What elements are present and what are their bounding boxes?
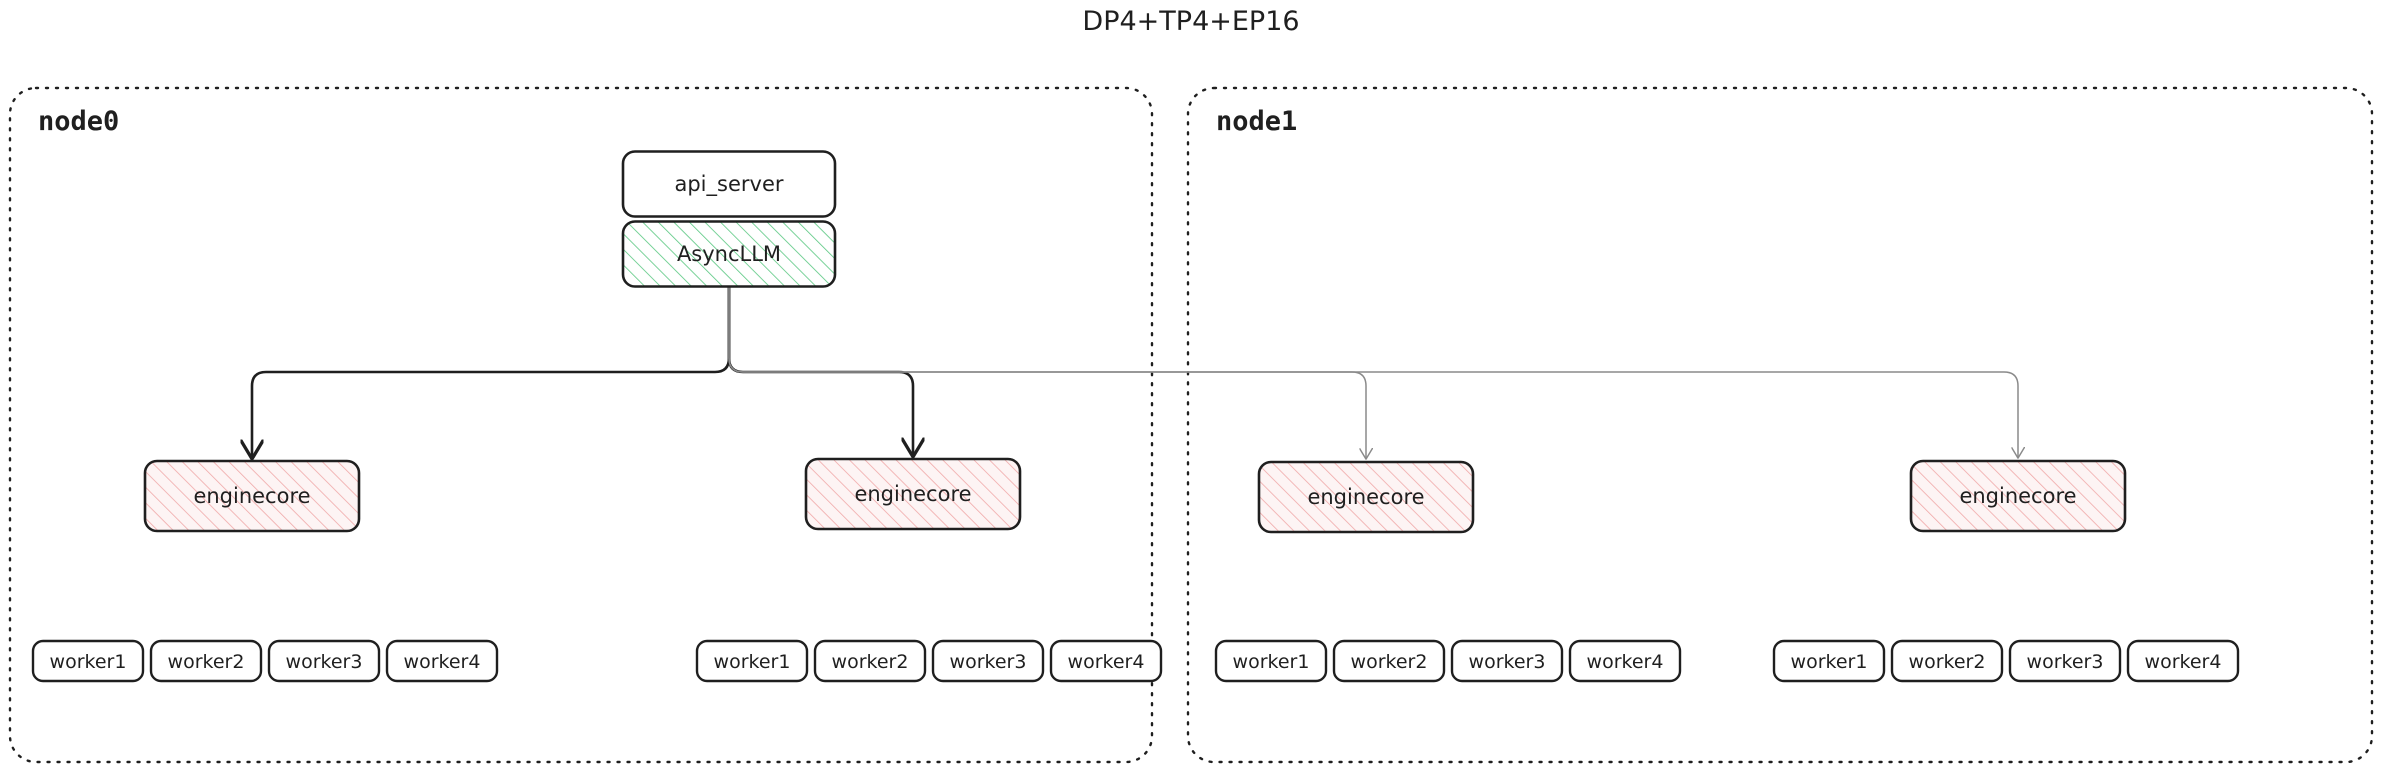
worker-shape	[1214, 639, 1328, 683]
worker-box[interactable]: worker2	[1332, 639, 1446, 683]
node-container-node0: node0	[8, 86, 1154, 764]
box-enginecore-n0-0[interactable]: enginecore	[143, 459, 361, 533]
worker-label: worker3	[286, 651, 363, 673]
worker-box[interactable]: worker1	[31, 639, 145, 683]
worker-group-workers-n0-0: worker1 worker2 worker3 worker4	[31, 639, 499, 683]
box-shape	[1257, 460, 1475, 534]
worker-shape	[1890, 639, 2004, 683]
worker-shape	[1450, 639, 1564, 683]
worker-box[interactable]: worker4	[1049, 639, 1163, 683]
edge-layer	[252, 285, 2018, 459]
box-label: api_server	[674, 172, 783, 197]
worker-label: worker2	[1351, 651, 1428, 673]
worker-label: worker2	[168, 651, 245, 673]
box-label: enginecore	[1959, 484, 2076, 508]
node-container-node1: node1	[1186, 86, 2374, 764]
worker-shape	[1049, 639, 1163, 683]
box-shape	[804, 457, 1022, 531]
worker-shape	[1568, 639, 1682, 683]
node-frame	[1186, 86, 2374, 764]
worker-shape	[1772, 639, 1886, 683]
box-label: enginecore	[1307, 485, 1424, 509]
box-enginecore-n0-1[interactable]: enginecore	[804, 457, 1022, 531]
worker-box[interactable]: worker4	[1568, 639, 1682, 683]
worker-shape	[2126, 639, 2240, 683]
edge-asyncllm-to-enginecore-n0-1	[727, 285, 913, 456]
box-label: AsyncLLM	[677, 242, 781, 266]
worker-shape	[267, 639, 381, 683]
worker-group-workers-n0-1: worker1 worker2 worker3 worker4	[695, 639, 1163, 683]
box-enginecore-n1-1[interactable]: enginecore	[1909, 459, 2127, 533]
box-label: enginecore	[854, 482, 971, 506]
box-api_server[interactable]: api_server	[621, 150, 837, 218]
box-async_llm[interactable]: AsyncLLM	[621, 220, 837, 288]
worker-label: worker4	[2145, 651, 2222, 673]
worker-shape	[813, 639, 927, 683]
worker-box[interactable]: worker1	[695, 639, 809, 683]
worker-label: worker4	[404, 651, 481, 673]
node-label-node1: node1	[1216, 106, 1297, 137]
worker-label: worker2	[1909, 651, 1986, 673]
worker-box[interactable]: worker4	[385, 639, 499, 683]
worker-label: worker3	[950, 651, 1027, 673]
worker-box[interactable]: worker1	[1214, 639, 1328, 683]
worker-shape	[149, 639, 263, 683]
worker-box[interactable]: worker2	[1890, 639, 2004, 683]
worker-shape	[2008, 639, 2122, 683]
node-frame	[8, 86, 1154, 764]
worker-label: worker1	[714, 651, 791, 673]
worker-label: worker1	[1233, 651, 1310, 673]
box-shape	[143, 459, 361, 533]
worker-box[interactable]: worker2	[149, 639, 263, 683]
worker-group-workers-n1-1: worker1 worker2 worker3 worker4	[1772, 639, 2240, 683]
box-shape	[621, 150, 837, 218]
box-label: enginecore	[193, 484, 310, 508]
box-shape	[1909, 459, 2127, 533]
worker-box[interactable]: worker3	[931, 639, 1045, 683]
worker-label: worker3	[2027, 651, 2104, 673]
worker-label: worker4	[1587, 651, 1664, 673]
worker-label: worker4	[1068, 651, 1145, 673]
worker-label: worker1	[50, 651, 127, 673]
worker-shape	[31, 639, 145, 683]
edge-asyncllm-to-enginecore-n0-0	[252, 285, 731, 458]
worker-shape	[695, 639, 809, 683]
box-shape	[621, 220, 837, 288]
worker-box[interactable]: worker4	[2126, 639, 2240, 683]
edge-asyncllm-to-enginecore-n1-1	[728, 285, 2018, 458]
node-container-layer: node0 node1	[8, 86, 2374, 764]
worker-group-workers-n1-0: worker1 worker2 worker3 worker4	[1214, 639, 1682, 683]
worker-label: worker3	[1469, 651, 1546, 673]
worker-label: worker1	[1791, 651, 1868, 673]
worker-box[interactable]: worker3	[267, 639, 381, 683]
worker-box[interactable]: worker3	[2008, 639, 2122, 683]
worker-box[interactable]: worker3	[1450, 639, 1564, 683]
worker-shape	[931, 639, 1045, 683]
worker-box[interactable]: worker1	[1772, 639, 1886, 683]
worker-shape	[1332, 639, 1446, 683]
worker-box[interactable]: worker2	[813, 639, 927, 683]
diagram-title: DP4+TP4+EP16	[1082, 6, 1299, 37]
worker-label: worker2	[832, 651, 909, 673]
worker-shape	[385, 639, 499, 683]
box-enginecore-n1-0[interactable]: enginecore	[1257, 460, 1475, 534]
node-label-node0: node0	[38, 106, 119, 137]
